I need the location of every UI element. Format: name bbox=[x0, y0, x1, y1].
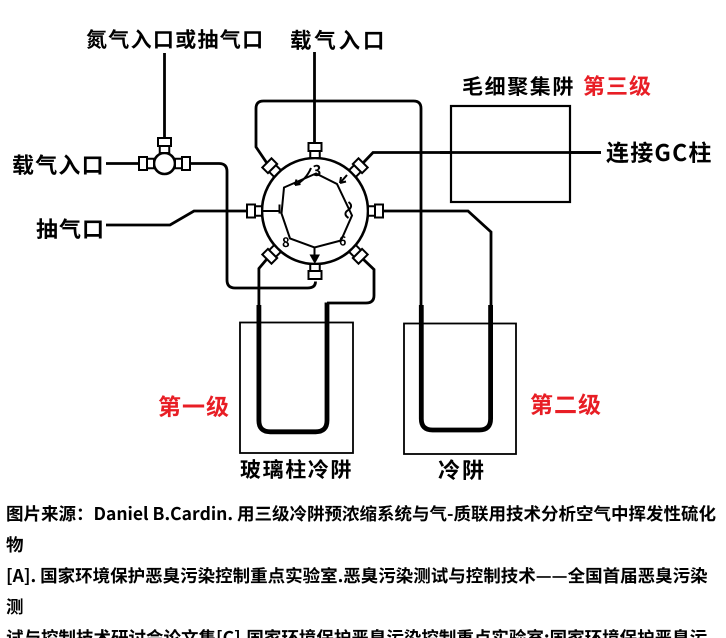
valve-channel-marks bbox=[262, 167, 353, 255]
line-tee-to-valve-s bbox=[190, 162, 317, 290]
trap2-u-tube bbox=[418, 305, 493, 433]
valve-port-number-bottom-left: 8 bbox=[282, 232, 290, 251]
label-stage2: 第二级 bbox=[530, 386, 602, 420]
u-tubes bbox=[256, 302, 493, 435]
line-valve-sw-to-trap1 bbox=[257, 258, 268, 320]
label-stage3: 第三级 bbox=[583, 69, 653, 101]
label-gc-column: 连接GC柱 bbox=[606, 134, 713, 168]
flow-arrow-s bbox=[309, 254, 320, 264]
trap1-u-tube bbox=[256, 302, 330, 435]
label-stage1: 第一级 bbox=[158, 388, 230, 422]
caption-line-2: [A]. 国家环境保护恶臭污染控制重点实验室.恶臭污染测试与控制技术——全国首届… bbox=[6, 563, 708, 619]
line-valve-e-to-trap2 bbox=[383, 209, 493, 318]
tubing-lines bbox=[106, 52, 601, 320]
channel-squiggle-e bbox=[344, 201, 353, 219]
line-valve-nw-to-trap2 bbox=[254, 99, 423, 318]
valve-fitting-s bbox=[307, 263, 323, 280]
label-glass-column-trap: 玻璃柱冷阱 bbox=[240, 454, 353, 484]
trap1-container bbox=[239, 321, 354, 454]
valve-port-number-top: 3 bbox=[313, 160, 322, 181]
label-cold-trap: 冷阱 bbox=[438, 453, 487, 485]
line-pump-to-valve-w bbox=[106, 209, 247, 227]
tee-fitting-left bbox=[138, 156, 155, 171]
tee-valve bbox=[138, 137, 191, 176]
arrowhead-nw bbox=[294, 179, 301, 186]
rotary-valve: 3 8 6 bbox=[246, 142, 384, 280]
figure-caption: 图片来源：Daniel B.Cardin. 用三级冷阱预浓缩系统与气-质联用技术… bbox=[6, 498, 722, 638]
tee-fitting-top bbox=[157, 137, 172, 154]
tee-valve-body bbox=[152, 151, 177, 176]
label-capillary-trap: 毛细聚集阱 bbox=[462, 71, 575, 101]
label-carrier-inlet-top: 载气入口 bbox=[290, 24, 388, 55]
valve-fitting-e bbox=[367, 203, 384, 219]
valve-fitting-n bbox=[307, 142, 323, 159]
valve-port-number-bottom-right: 6 bbox=[339, 231, 346, 250]
capillary-trap-box bbox=[449, 104, 572, 204]
label-carrier-inlet-left: 载气入口 bbox=[12, 148, 105, 180]
trap2-container bbox=[403, 322, 517, 455]
caption-line-3: 试与控制技术研讨会论文集[C].国家环境保护恶臭污染控制重点实验室:国家环境保护… bbox=[6, 625, 708, 638]
arrowhead-ne bbox=[339, 176, 347, 184]
tee-fitting-right bbox=[174, 156, 191, 171]
label-nitrogen-inlet: 氮气入口或抽气口 bbox=[86, 24, 265, 54]
label-pump-port: 抽气口 bbox=[36, 212, 106, 244]
valve-fitting-w bbox=[246, 203, 263, 219]
caption-line-1: 图片来源：Daniel B.Cardin. 用三级冷阱预浓缩系统与气-质联用技术… bbox=[6, 501, 717, 557]
channel-stub-w bbox=[262, 204, 281, 214]
line-valve-se-to-trap1 bbox=[327, 258, 376, 305]
